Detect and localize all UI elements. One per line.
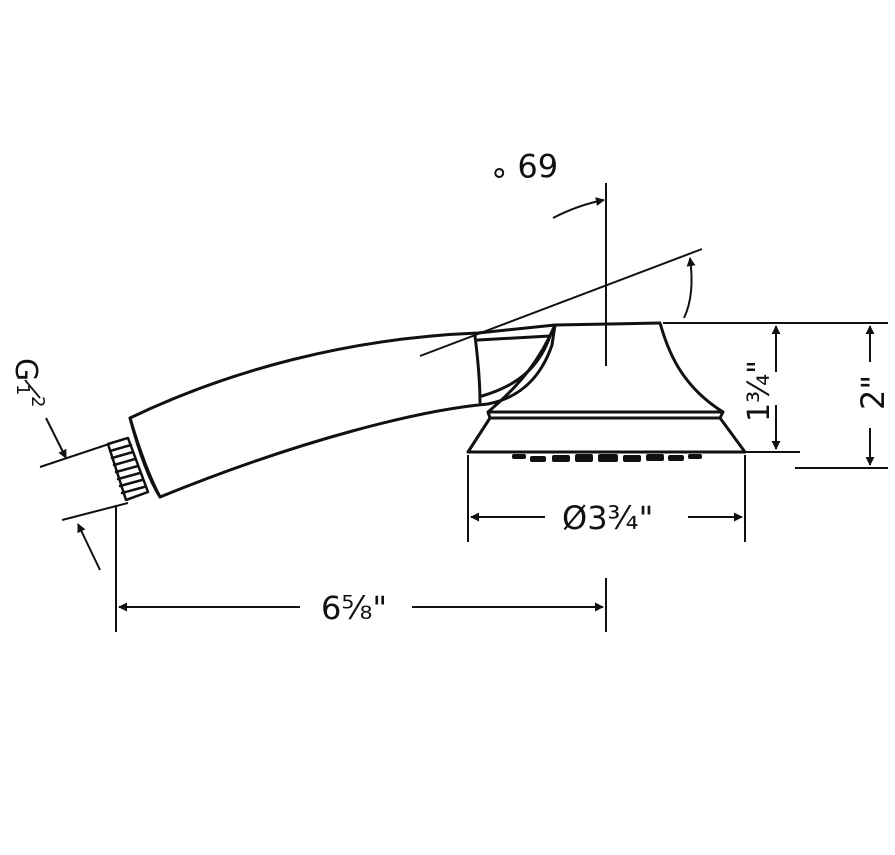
neck-contour	[473, 334, 482, 404]
angle-arrow-bottom	[683, 257, 696, 319]
thread-frac-den: 2	[27, 396, 48, 407]
thread-arrow-top	[45, 417, 67, 459]
angle-label: 69 °	[491, 146, 558, 184]
head-height-label: 1¾"	[742, 360, 777, 422]
thread-label-letter: G	[8, 358, 43, 381]
thread-frac-bar	[24, 379, 41, 399]
thread-connector	[106, 436, 150, 502]
dimension-arrows	[45, 197, 875, 612]
spray-nozzles	[512, 454, 702, 462]
thread-label: G 1 2	[8, 358, 48, 407]
length-label: 6⅝"	[321, 589, 387, 627]
diameter-label: Ø3¾"	[562, 499, 653, 537]
angle-arrow-top	[552, 197, 605, 219]
thread-arrow-bottom	[77, 523, 101, 571]
inclined-axis-line	[419, 248, 703, 357]
thread-frac-num: 1	[12, 384, 33, 395]
head-faceplate	[466, 416, 747, 454]
total-height-label: 2"	[854, 375, 892, 410]
dimension-lines	[39, 183, 888, 632]
thread-extension-top	[39, 442, 113, 468]
hand-shower-outline	[106, 321, 747, 502]
thread-extension-bottom	[61, 502, 129, 521]
handle-end-cap	[128, 416, 162, 499]
